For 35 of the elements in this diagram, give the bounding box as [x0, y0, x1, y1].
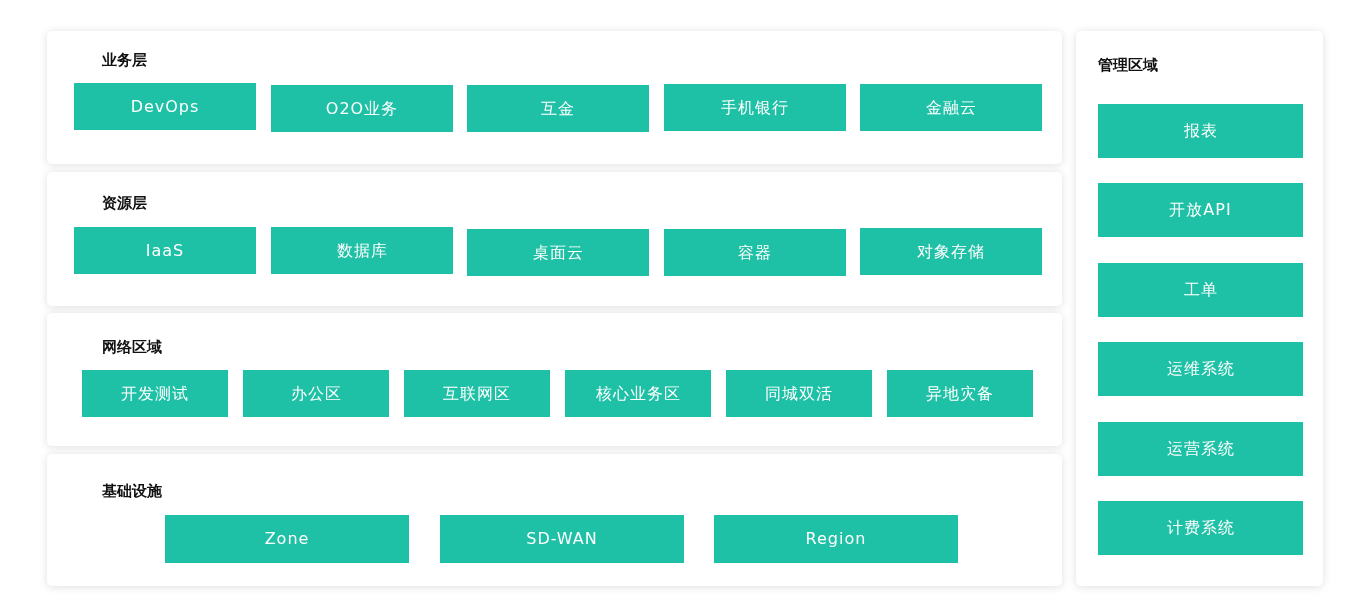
- component-box: 工单: [1098, 263, 1303, 317]
- component-box: 开放API: [1098, 183, 1303, 237]
- component-box: 报表: [1098, 104, 1303, 158]
- component-box: 数据库: [271, 227, 453, 274]
- component-box: 开发测试: [82, 370, 228, 417]
- component-box: Region: [714, 515, 958, 563]
- component-box: DevOps: [74, 83, 256, 130]
- section-heading: 业务层: [102, 51, 147, 69]
- component-box: 互金: [467, 85, 649, 132]
- component-box: 手机银行: [664, 84, 846, 131]
- section-panel: [47, 313, 1062, 446]
- component-box: 金融云: [860, 84, 1042, 131]
- component-box: 办公区: [243, 370, 389, 417]
- component-box: 核心业务区: [565, 370, 711, 417]
- section-panel: [47, 172, 1062, 306]
- component-box: 容器: [664, 229, 846, 276]
- component-box: 对象存储: [860, 228, 1042, 275]
- component-box: 运营系统: [1098, 422, 1303, 476]
- section-heading: 资源层: [102, 194, 147, 212]
- component-box: 运维系统: [1098, 342, 1303, 396]
- component-box: Zone: [165, 515, 409, 563]
- component-box: IaaS: [74, 227, 256, 274]
- component-box: SD-WAN: [440, 515, 684, 563]
- component-box: O2O业务: [271, 85, 453, 132]
- section-panel: [47, 454, 1062, 586]
- section-panel: [1076, 31, 1323, 586]
- component-box: 同城双活: [726, 370, 872, 417]
- component-box: 桌面云: [467, 229, 649, 276]
- component-box: 异地灾备: [887, 370, 1033, 417]
- section-heading: 基础设施: [102, 482, 162, 500]
- section-heading: 管理区域: [1098, 56, 1158, 74]
- component-box: 计费系统: [1098, 501, 1303, 555]
- section-heading: 网络区域: [102, 338, 162, 356]
- component-box: 互联网区: [404, 370, 550, 417]
- section-panel: [47, 31, 1062, 164]
